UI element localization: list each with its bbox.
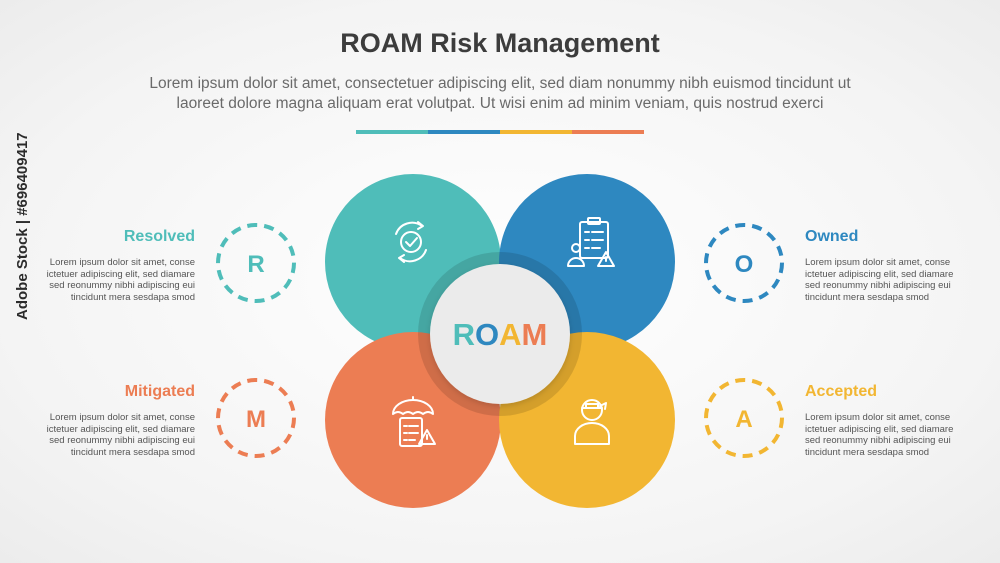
center-letter-o: O [475, 317, 499, 352]
resolved-desc-line: sed reonummy nibhi adipiscing eui [49, 280, 195, 291]
owned-dashed-circle [704, 223, 784, 303]
center-letter-a: A [499, 317, 521, 352]
page-title: ROAM Risk Management [340, 28, 660, 58]
accepted-desc-line: tincidunt mera sesdapa smod [805, 446, 930, 458]
resolved-description: Lorem ipsum dolor sit amet, conse ictetu… [25, 257, 195, 303]
resolved-letter: R [247, 251, 264, 278]
owned-label: Owned [805, 228, 859, 245]
owned-desc-line: Lorem ipsum dolor sit amet, conse [805, 257, 951, 268]
center-letter-r: R [453, 317, 475, 352]
accepted-description: Lorem ipsum dolor sit amet, conse ictetu… [805, 412, 975, 458]
mitigated-dashed-circle [216, 378, 296, 458]
resolved-dashed-circle [216, 223, 296, 303]
accent-line-1 [356, 130, 428, 134]
mitigated-desc-line: sed reonummy nibhi adipiscing eui [49, 435, 195, 446]
masked-person-icon [574, 399, 610, 445]
mitigated-description: Lorem ipsum dolor sit amet, conse ictetu… [25, 412, 195, 458]
clipboard-person-warning-icon [567, 217, 615, 267]
umbrella-clipboard-warning-icon [392, 396, 436, 447]
subtitle-line-2: laoreet dolore magna aliquam erat volutp… [176, 95, 824, 112]
center-circle [430, 264, 570, 404]
resolved-desc-line: Lorem ipsum dolor sit amet, conse [49, 257, 195, 268]
mitigated-desc-line: tincidunt mera sesdapa smod [70, 446, 195, 458]
resolved-desc-line: tincidunt mera sesdapa smod [70, 291, 195, 303]
accent-line-4 [572, 130, 644, 134]
accepted-desc-line: sed reonummy nibhi adipiscing eui [805, 435, 951, 446]
stock-watermark: Adobe Stock | #696409417 [14, 132, 31, 320]
center-roam-text: ROAM [453, 317, 548, 352]
owned-desc-line: ictetuer adipiscing elit, sed diamare [805, 268, 954, 280]
owned-letter: O [735, 251, 754, 278]
refresh-check-icon [395, 221, 427, 263]
accent-line-3 [500, 130, 572, 134]
mitigated-label: Mitigated [124, 383, 195, 400]
accepted-dashed-circle [704, 378, 784, 458]
owned-description: Lorem ipsum dolor sit amet, conse ictetu… [805, 257, 975, 303]
accepted-letter: A [735, 406, 752, 433]
page-subtitle: Lorem ipsum dolor sit amet, consectetuer… [70, 74, 930, 114]
owned-desc-line: sed reonummy nibhi adipiscing eui [805, 280, 951, 291]
accepted-desc-line: ictetuer adipiscing elit, sed diamare [805, 423, 954, 435]
resolved-desc-line: ictetuer adipiscing elit, sed diamare [46, 268, 195, 280]
owned-desc-line: tincidunt mera sesdapa smod [805, 291, 930, 303]
accepted-desc-line: Lorem ipsum dolor sit amet, conse [805, 412, 951, 423]
mitigated-desc-line: ictetuer adipiscing elit, sed diamare [46, 423, 195, 435]
accent-line-2 [428, 130, 500, 134]
resolved-label: Resolved [123, 228, 195, 245]
mitigated-letter: M [246, 406, 266, 433]
mitigated-desc-line: Lorem ipsum dolor sit amet, conse [49, 412, 195, 423]
accepted-label: Accepted [805, 383, 878, 400]
subtitle-line-1: Lorem ipsum dolor sit amet, consectetuer… [149, 75, 851, 92]
center-letter-m: M [522, 317, 548, 352]
